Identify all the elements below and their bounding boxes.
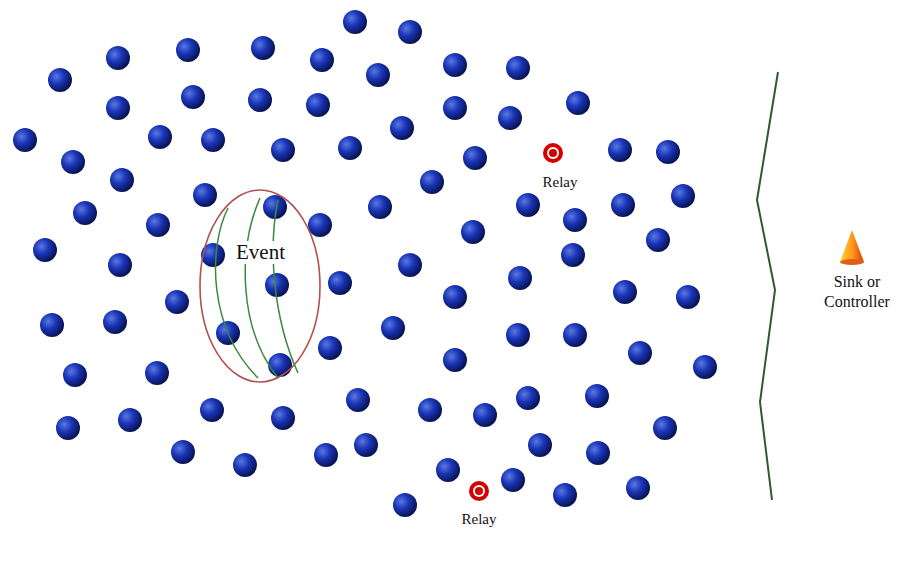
relay-symbol [469, 481, 489, 501]
sensor-dot [653, 416, 677, 440]
sensor-dot [553, 483, 577, 507]
sensor-dot [308, 213, 332, 237]
sink-label: Sink or Controller [814, 272, 900, 312]
sensor-dot [103, 310, 127, 334]
sensor-dot [354, 433, 378, 457]
sensor-dot [338, 136, 362, 160]
sensor-dot [508, 266, 532, 290]
sensor-dot [106, 96, 130, 120]
sensor-dot [671, 184, 695, 208]
sensor-dot [343, 10, 367, 34]
sensor-dot [108, 253, 132, 277]
sensor-dot [145, 361, 169, 385]
sensor-dot [563, 323, 587, 347]
sensor-dot [381, 316, 405, 340]
sensor-dot [106, 46, 130, 70]
sensor-dot [268, 353, 292, 377]
sensor-nodes [13, 10, 717, 517]
sensor-dot [148, 125, 172, 149]
sensor-dot [628, 341, 652, 365]
sensor-dot [118, 408, 142, 432]
sensor-dot [443, 285, 467, 309]
sensor-dot [314, 443, 338, 467]
event-ellipse [198, 188, 322, 384]
sensor-dot [310, 48, 334, 72]
sensor-dot [516, 386, 540, 410]
sensor-dot [233, 453, 257, 477]
sensor-dot [626, 476, 650, 500]
sensor-dot [501, 468, 525, 492]
sensor-dot [165, 290, 189, 314]
sensor-dot [463, 146, 487, 170]
sensor-dot [516, 193, 540, 217]
sensor-dot [63, 363, 87, 387]
relay-symbol [543, 143, 563, 163]
sensor-dot [461, 220, 485, 244]
sensor-dot [368, 195, 392, 219]
sensor-dot [646, 228, 670, 252]
sensor-dot [176, 38, 200, 62]
sensor-dot [436, 458, 460, 482]
sensor-dot [251, 36, 275, 60]
sensor-dot [306, 93, 330, 117]
sensor-dot [193, 183, 217, 207]
sensor-dot [498, 106, 522, 130]
sensor-dot [200, 398, 224, 422]
sensor-dot [656, 140, 680, 164]
sensor-dot [561, 243, 585, 267]
sensor-dot [586, 441, 610, 465]
sensor-dot [271, 138, 295, 162]
sensor-dot [420, 170, 444, 194]
sensor-dot [201, 128, 225, 152]
sensor-dot [608, 138, 632, 162]
relay-label: Relay [543, 173, 578, 192]
sensor-dot [506, 323, 530, 347]
sensor-dot [393, 493, 417, 517]
sensor-dot [146, 213, 170, 237]
sensor-dot [33, 238, 57, 262]
sensor-dot [443, 348, 467, 372]
sensor-dot [418, 398, 442, 422]
event-label: Event [234, 241, 287, 264]
sensor-dot [473, 403, 497, 427]
sensor-dot [566, 91, 590, 115]
sink-symbol [840, 230, 864, 265]
sensor-dot [248, 88, 272, 112]
sensor-dot [271, 406, 295, 430]
sensor-dot [56, 416, 80, 440]
sensor-dot [265, 273, 289, 297]
sensor-dot [443, 96, 467, 120]
sensor-dot [171, 440, 195, 464]
relay-label: Relay [462, 510, 497, 529]
sensor-dot [73, 201, 97, 225]
sensor-dot [181, 85, 205, 109]
sensor-dot [328, 271, 352, 295]
event-region: Event [198, 188, 322, 384]
sensor-dot [613, 280, 637, 304]
sensor-dot [585, 384, 609, 408]
sensor-dot [61, 150, 85, 174]
sensor-dot [563, 208, 587, 232]
sensor-dot [528, 433, 552, 457]
sensor-dot [346, 388, 370, 412]
sensor-dot [693, 355, 717, 379]
sensor-dot [676, 285, 700, 309]
sensor-dot [48, 68, 72, 92]
sensor-dot [398, 253, 422, 277]
sensor-dot [13, 128, 37, 152]
sensor-dot [611, 193, 635, 217]
sensor-dot [443, 53, 467, 77]
sensor-dot [506, 56, 530, 80]
sensor-dot [398, 20, 422, 44]
sensor-dot [390, 116, 414, 140]
sensor-dot [366, 63, 390, 87]
sensor-dot [110, 168, 134, 192]
boundary-line [757, 72, 778, 500]
sensor-dot [40, 313, 64, 337]
sensor-dot [318, 336, 342, 360]
